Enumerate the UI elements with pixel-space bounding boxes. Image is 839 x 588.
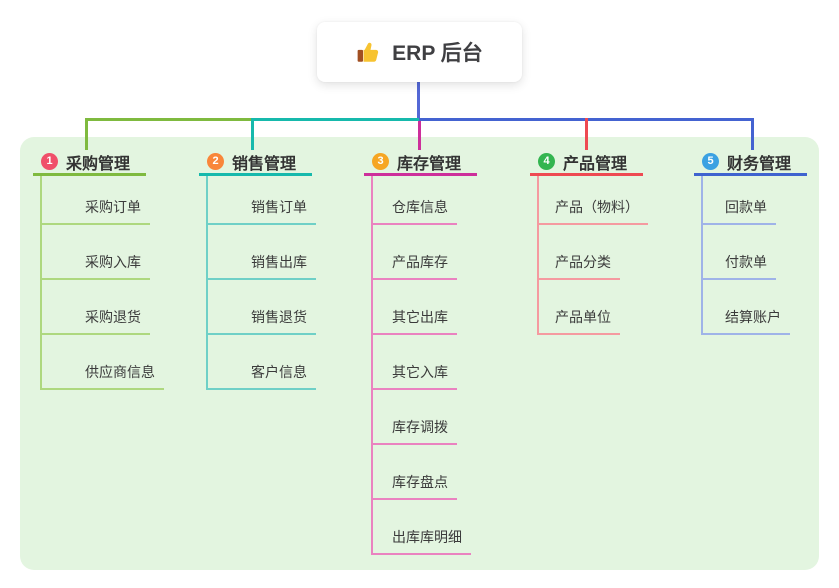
child-label: 库存调拨 xyxy=(373,417,457,445)
branch-children-product: 产品（物料） 产品分类 产品单位 xyxy=(537,176,648,335)
child-label: 仓库信息 xyxy=(373,197,457,225)
branch-drop-purchase xyxy=(85,118,88,150)
branch-badge-5: 5 xyxy=(702,153,719,170)
child-label: 采购入库 xyxy=(42,252,150,280)
child-node[interactable]: 销售退货 xyxy=(208,280,316,335)
connector-segment-teal xyxy=(253,118,419,121)
branch-drop-finance xyxy=(751,118,754,150)
root-node[interactable]: ERP 后台 xyxy=(317,22,522,82)
child-node[interactable]: 库存调拨 xyxy=(373,390,471,445)
branch-label: 库存管理 xyxy=(397,155,462,173)
child-node[interactable]: 产品库存 xyxy=(373,225,471,280)
child-label: 其它出库 xyxy=(373,307,457,335)
child-label: 结算账户 xyxy=(703,307,790,335)
child-node[interactable]: 采购退货 xyxy=(42,280,164,335)
root-stem-line xyxy=(417,82,420,121)
child-node[interactable]: 其它出库 xyxy=(373,280,471,335)
child-node[interactable]: 销售出库 xyxy=(208,225,316,280)
branch-drop-sales xyxy=(251,118,254,150)
mindmap-panel xyxy=(20,137,819,570)
branch-inventory: 3 库存管理 仓库信息 产品库存 其它出库 其它入库 库存调拨 库存盘点 出库库… xyxy=(364,150,477,555)
branch-label: 产品管理 xyxy=(563,155,628,173)
child-label: 客户信息 xyxy=(208,362,316,390)
child-node[interactable]: 结算账户 xyxy=(703,280,790,335)
child-label: 其它入库 xyxy=(373,362,457,390)
child-label: 采购订单 xyxy=(42,197,150,225)
child-node[interactable]: 其它入库 xyxy=(373,335,471,390)
branch-finance: 5 财务管理 回款单 付款单 结算账户 xyxy=(694,150,807,335)
child-node[interactable]: 库存盘点 xyxy=(373,445,471,500)
child-label: 供应商信息 xyxy=(42,362,164,390)
branch-header-sales[interactable]: 2 销售管理 xyxy=(199,150,312,176)
child-label: 库存盘点 xyxy=(373,472,457,500)
child-label: 产品库存 xyxy=(373,252,457,280)
child-node[interactable]: 产品（物料） xyxy=(539,176,648,225)
branch-header-purchase[interactable]: 1 采购管理 xyxy=(33,150,146,176)
branch-children-finance: 回款单 付款单 结算账户 xyxy=(701,176,790,335)
child-node[interactable]: 销售订单 xyxy=(208,176,316,225)
child-label: 销售出库 xyxy=(208,252,316,280)
child-node[interactable]: 产品单位 xyxy=(539,280,648,335)
branch-badge-4: 4 xyxy=(538,153,555,170)
branch-sales: 2 销售管理 销售订单 销售出库 销售退货 客户信息 xyxy=(199,150,316,390)
branch-header-product[interactable]: 4 产品管理 xyxy=(530,150,643,176)
thumbs-up-icon xyxy=(356,39,382,65)
root-title: ERP 后台 xyxy=(392,42,483,65)
child-node[interactable]: 仓库信息 xyxy=(373,176,471,225)
branch-product: 4 产品管理 产品（物料） 产品分类 产品单位 xyxy=(530,150,648,335)
branch-drop-inventory xyxy=(418,121,421,150)
child-node[interactable]: 回款单 xyxy=(703,176,790,225)
child-label: 销售订单 xyxy=(208,197,316,225)
child-label: 产品分类 xyxy=(539,252,620,280)
branch-children-inventory: 仓库信息 产品库存 其它出库 其它入库 库存调拨 库存盘点 出库库明细 xyxy=(371,176,471,555)
child-label: 销售退货 xyxy=(208,307,316,335)
branch-badge-1: 1 xyxy=(41,153,58,170)
child-label: 回款单 xyxy=(703,197,776,225)
branch-drop-product xyxy=(585,118,588,150)
branch-label: 销售管理 xyxy=(232,155,297,173)
child-label: 采购退货 xyxy=(42,307,150,335)
branch-children-purchase: 采购订单 采购入库 采购退货 供应商信息 xyxy=(40,176,164,390)
branch-label: 采购管理 xyxy=(66,155,131,173)
child-node[interactable]: 供应商信息 xyxy=(42,335,164,390)
child-node[interactable]: 产品分类 xyxy=(539,225,648,280)
child-node[interactable]: 采购订单 xyxy=(42,176,164,225)
connector-segment-green xyxy=(86,118,255,121)
branch-label: 财务管理 xyxy=(727,155,792,173)
branch-badge-2: 2 xyxy=(207,153,224,170)
child-node[interactable]: 出库库明细 xyxy=(373,500,471,555)
child-node[interactable]: 采购入库 xyxy=(42,225,164,280)
child-node[interactable]: 客户信息 xyxy=(208,335,316,390)
child-label: 产品（物料） xyxy=(539,197,648,225)
branch-header-finance[interactable]: 5 财务管理 xyxy=(694,150,807,176)
branch-purchase: 1 采购管理 采购订单 采购入库 采购退货 供应商信息 xyxy=(33,150,164,390)
child-label: 付款单 xyxy=(703,252,776,280)
child-node[interactable]: 付款单 xyxy=(703,225,790,280)
branch-badge-3: 3 xyxy=(372,153,389,170)
child-label: 出库库明细 xyxy=(373,527,471,555)
branch-children-sales: 销售订单 销售出库 销售退货 客户信息 xyxy=(206,176,316,390)
branch-header-inventory[interactable]: 3 库存管理 xyxy=(364,150,477,176)
child-label: 产品单位 xyxy=(539,307,620,335)
